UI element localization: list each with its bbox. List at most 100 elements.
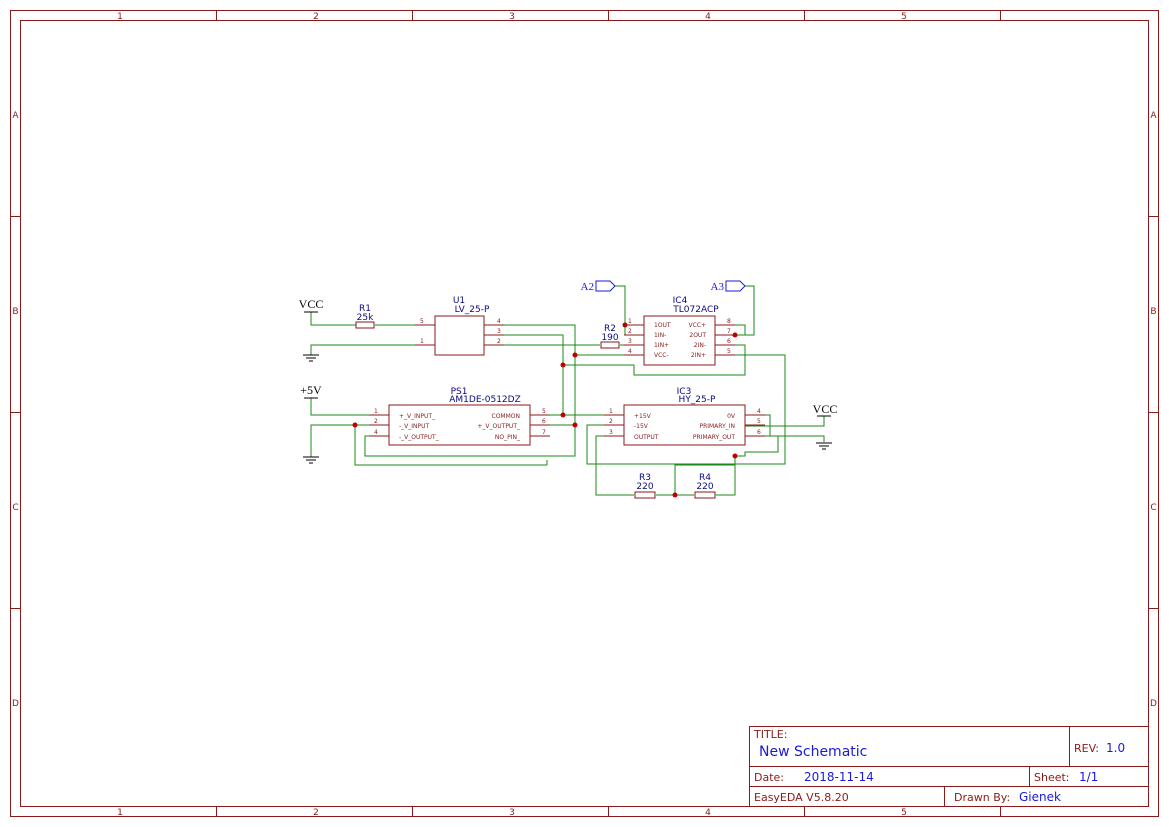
- resistor-r2: R2 190: [600, 324, 620, 349]
- pin-name: -_V_OUTPUT_: [399, 434, 440, 441]
- component-value: TL072ACP: [672, 305, 719, 315]
- pin-name: +15V: [634, 413, 652, 420]
- ref-designator: IC3: [677, 387, 692, 397]
- pin-number: 4: [757, 408, 761, 415]
- ground-symbol: [303, 354, 319, 362]
- rev-label: REV:: [1074, 742, 1099, 755]
- row-labels: A B C D A B C D: [12, 111, 1157, 709]
- pin-name: VCC+: [688, 322, 706, 329]
- vcc-label: VCC: [813, 402, 838, 416]
- port-a3: A3: [711, 280, 746, 293]
- component-ic3: IC3 HY_25-P 1 2 3 +15V -15V OUTPUT 4 5 6…: [604, 387, 765, 446]
- column-label-top: 3: [509, 12, 515, 22]
- component-ps1: PS1 AM1DE-0512DZ 1 2 4 +_V_INPUT_ -_V_IN…: [369, 387, 550, 446]
- pin-number: 2: [374, 418, 378, 425]
- column-label-bottom: 1: [117, 808, 123, 818]
- drawn-by-value: Gienek: [1019, 790, 1061, 804]
- pin-name: 0V: [727, 413, 736, 420]
- column-labels: 1 2 3 4 5 1 2 3 4 5: [117, 12, 907, 818]
- row-label-right: A: [1150, 111, 1157, 121]
- pin-number: 4: [628, 348, 632, 355]
- column-label-bottom: 4: [705, 808, 711, 818]
- pin-number: 8: [727, 318, 731, 325]
- sheet-frame: [10, 10, 1159, 817]
- pin-number: 1: [609, 408, 613, 415]
- port-label: A2: [581, 281, 594, 293]
- title-label: TITLE:: [753, 728, 787, 741]
- junction-dot: [572, 422, 578, 428]
- pin-name: +_V_INPUT_: [399, 413, 436, 420]
- pin-name: PRIMARY_IN: [699, 423, 735, 430]
- ground-symbol: [816, 442, 832, 450]
- column-label-bottom: 2: [313, 808, 319, 818]
- row-label-left: B: [12, 307, 18, 317]
- rev-value: 1.0: [1106, 741, 1125, 755]
- resistor-r3: R3 220: [634, 473, 656, 499]
- junction-dot: [672, 492, 678, 498]
- ref-designator: U1: [453, 296, 465, 306]
- date-value: 2018-11-14: [804, 770, 874, 784]
- sheet-label: Sheet:: [1034, 771, 1070, 784]
- ground-symbol: [303, 456, 319, 464]
- pin-number: 3: [609, 429, 613, 436]
- date-label: Date:: [754, 771, 784, 784]
- pin-number: 1: [374, 408, 378, 415]
- ref-designator: R2: [604, 324, 616, 334]
- ref-designator: IC4: [673, 296, 688, 306]
- pin-number: 6: [757, 429, 761, 436]
- pin-number: 1: [420, 338, 424, 345]
- component-value: 25k: [357, 313, 374, 323]
- pin-number: 7: [727, 328, 731, 335]
- column-label-top: 2: [313, 12, 319, 22]
- column-label-bottom: 5: [901, 808, 907, 818]
- pin-number: 5: [420, 318, 424, 325]
- pin-name: 1IN-: [654, 332, 666, 339]
- title-block: TITLE: New Schematic REV: 1.0 Date: 2018…: [749, 726, 1149, 807]
- column-label-top: 4: [705, 12, 711, 22]
- pin-name: 2IN+: [691, 352, 706, 359]
- pin-name: COMMON: [492, 413, 520, 420]
- ref-designator: R3: [639, 473, 651, 483]
- row-label-right: D: [1150, 699, 1157, 709]
- junction-dot: [572, 352, 578, 358]
- pin-name: OUTPUT: [634, 434, 659, 441]
- component-value: HY_25-P: [679, 395, 716, 405]
- tool-version: EasyEDA V5.8.20: [754, 791, 849, 804]
- pin-number: 4: [497, 318, 501, 325]
- component-value: 220: [636, 482, 653, 492]
- schematic-title: New Schematic: [759, 744, 867, 760]
- pin-number: 5: [757, 418, 761, 425]
- pin-name: 1OUT: [654, 322, 671, 329]
- pin-number: 5: [542, 408, 546, 415]
- port-label: A3: [711, 281, 725, 293]
- pin-number: 3: [497, 328, 501, 335]
- junction-dot: [732, 453, 738, 459]
- wires: [310, 285, 825, 496]
- pin-number: 7: [542, 429, 546, 436]
- pin-name: VCC-: [654, 352, 669, 359]
- vcc-label: VCC: [299, 297, 324, 311]
- junction-dot: [352, 422, 358, 428]
- drawn-by-label: Drawn By:: [954, 791, 1010, 804]
- column-label-bottom: 3: [509, 808, 515, 818]
- plus5v-symbol: +5V: [300, 383, 322, 399]
- component-u1: U1 LV_25-P 5 1 4 3 2: [415, 296, 504, 356]
- component-value: 220: [696, 482, 713, 492]
- port-a2: A2: [581, 280, 616, 293]
- pin-number: 3: [628, 338, 632, 345]
- junctions: [352, 322, 738, 498]
- resistor-r4: R4 220: [694, 473, 716, 499]
- pin-name: +_V_OUTPUT_: [477, 423, 521, 430]
- component-value: 190: [601, 333, 618, 343]
- pin-number: 1: [628, 318, 632, 325]
- pin-name: PRIMARY_OUT: [693, 434, 735, 441]
- vcc-symbol: VCC: [813, 402, 838, 417]
- pin-number: 6: [727, 338, 731, 345]
- row-label-left: D: [12, 699, 19, 709]
- pin-number: 2: [497, 338, 501, 345]
- row-label-right: B: [1150, 307, 1156, 317]
- power-symbols: VCC +5V VCC: [299, 297, 838, 464]
- ref-designator: R1: [359, 304, 371, 314]
- pin-name: -_V_INPUT: [399, 423, 430, 430]
- pin-number: 6: [542, 418, 546, 425]
